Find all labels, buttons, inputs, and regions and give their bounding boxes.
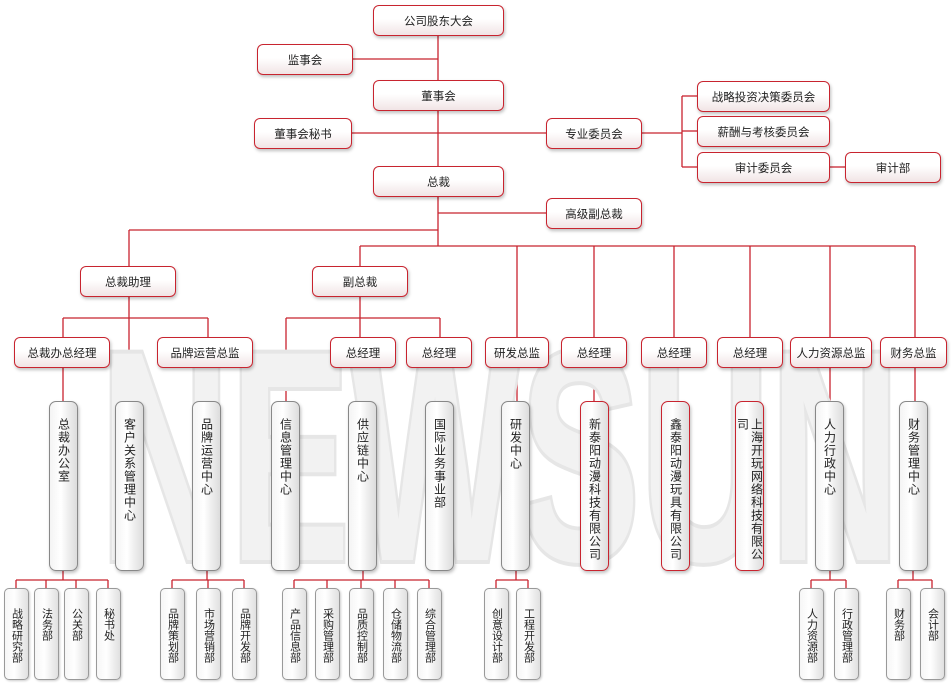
dept-secretariat[interactable]: 秘书处 (96, 588, 121, 680)
center-label: 新泰阳动漫科技有限公司 (587, 418, 602, 561)
node-gm-3[interactable]: 总经理 (561, 337, 627, 368)
center-label: 总裁办公室 (56, 418, 71, 483)
node-strategy-committee[interactable]: 战略投资决策委员会 (697, 81, 830, 112)
node-hr-director[interactable]: 人力资源总监 (790, 337, 872, 368)
center-finance[interactable]: 财务管理中心 (899, 401, 928, 571)
center-crm[interactable]: 客户关系管理中心 (115, 401, 144, 571)
node-compensation-committee[interactable]: 薪酬与考核委员会 (697, 116, 830, 147)
dept-label: 品牌开发部 (238, 608, 252, 663)
dept-brand-planning[interactable]: 品牌策划部 (160, 588, 185, 680)
node-audit-dept[interactable]: 审计部 (845, 152, 941, 183)
dept-hr[interactable]: 人力资源部 (799, 588, 824, 680)
dept-legal[interactable]: 法务部 (34, 588, 59, 680)
dept-accounting[interactable]: 会计部 (920, 588, 945, 680)
dept-general-mgmt[interactable]: 综合管理部 (417, 588, 442, 680)
dept-quality[interactable]: 品质控制部 (349, 588, 374, 680)
center-label: 供应链中心 (355, 418, 370, 483)
node-special-committee[interactable]: 专业委员会 (546, 118, 642, 149)
dept-label: 人力资源部 (805, 608, 819, 663)
center-intl[interactable]: 国际业务事业部 (425, 401, 454, 571)
center-label: 鑫泰阳动漫玩具有限公司 (668, 418, 683, 561)
node-gm-5[interactable]: 总经理 (717, 337, 783, 368)
node-gm-2[interactable]: 总经理 (406, 337, 472, 368)
dept-label: 法务部 (40, 608, 54, 641)
dept-label: 品质控制部 (355, 608, 369, 663)
node-president[interactable]: 总裁 (373, 166, 504, 197)
center-brand[interactable]: 品牌运营中心 (192, 401, 221, 571)
node-gm-4[interactable]: 总经理 (641, 337, 707, 368)
dept-label: 会计部 (926, 608, 940, 641)
dept-label: 战略研究部 (10, 608, 24, 663)
node-president-assistant[interactable]: 总裁助理 (80, 266, 176, 297)
dept-label: 品牌策划部 (166, 608, 180, 663)
center-label: 品牌运营中心 (199, 418, 214, 496)
dept-admin[interactable]: 行政管理部 (834, 588, 859, 680)
node-board-secretary[interactable]: 董事会秘书 (254, 118, 352, 149)
company-xintai[interactable]: 新泰阳动漫科技有限公司 (580, 401, 609, 571)
node-finance-director[interactable]: 财务总监 (880, 337, 947, 368)
node-brand-director[interactable]: 品牌运营总监 (157, 337, 253, 368)
center-label: 上海开玩网络科技有限公司 (735, 418, 764, 561)
dept-label: 采购管理部 (321, 608, 335, 663)
dept-marketing[interactable]: 市场营销部 (196, 588, 221, 680)
dept-label: 市场营销部 (202, 608, 216, 663)
center-label: 研发中心 (508, 418, 523, 470)
dept-label: 财务部 (892, 608, 906, 641)
dept-label: 工程开发部 (522, 608, 536, 663)
dept-purchasing[interactable]: 采购管理部 (315, 588, 340, 680)
node-rd-director[interactable]: 研发总监 (485, 337, 549, 368)
center-label: 人力行政中心 (822, 418, 837, 496)
dept-label: 行政管理部 (840, 608, 854, 663)
dept-label: 综合管理部 (423, 608, 437, 663)
center-label: 国际业务事业部 (432, 418, 447, 509)
dept-engineering[interactable]: 工程开发部 (516, 588, 541, 680)
node-board[interactable]: 董事会 (373, 80, 504, 111)
node-vice-president[interactable]: 副总裁 (312, 266, 408, 297)
company-shanghai[interactable]: 上海开玩网络科技有限公司 (735, 401, 764, 571)
dept-product-info[interactable]: 产品信息部 (282, 588, 307, 680)
dept-label: 仓储物流部 (389, 608, 403, 663)
dept-label: 公关部 (70, 608, 84, 641)
company-xintai-toys[interactable]: 鑫泰阳动漫玩具有限公司 (661, 401, 690, 571)
dept-strategy-research[interactable]: 战略研究部 (4, 588, 29, 680)
dept-label: 秘书处 (102, 608, 116, 641)
dept-finance[interactable]: 财务部 (886, 588, 911, 680)
node-senior-vp[interactable]: 高级副总裁 (546, 198, 642, 229)
center-label: 客户关系管理中心 (122, 418, 137, 522)
center-president-office[interactable]: 总裁办公室 (49, 401, 78, 571)
node-gm-1[interactable]: 总经理 (330, 337, 396, 368)
watermark-text: NEWSUN (100, 288, 900, 590)
center-supply[interactable]: 供应链中心 (348, 401, 377, 571)
dept-brand-dev[interactable]: 品牌开发部 (232, 588, 257, 680)
dept-logistics[interactable]: 仓储物流部 (383, 588, 408, 680)
center-label: 信息管理中心 (278, 418, 293, 496)
dept-label: 创意设计部 (490, 608, 504, 663)
node-supervisors[interactable]: 监事会 (257, 44, 353, 75)
center-label: 财务管理中心 (906, 418, 921, 496)
dept-creative-design[interactable]: 创意设计部 (484, 588, 509, 680)
node-shareholders[interactable]: 公司股东大会 (373, 5, 504, 36)
center-rd[interactable]: 研发中心 (501, 401, 530, 571)
dept-label: 产品信息部 (288, 608, 302, 663)
center-info[interactable]: 信息管理中心 (271, 401, 300, 571)
node-office-gm[interactable]: 总裁办总经理 (14, 337, 110, 368)
node-audit-committee[interactable]: 审计委员会 (697, 152, 830, 183)
dept-pr[interactable]: 公关部 (64, 588, 89, 680)
center-hr[interactable]: 人力行政中心 (815, 401, 844, 571)
